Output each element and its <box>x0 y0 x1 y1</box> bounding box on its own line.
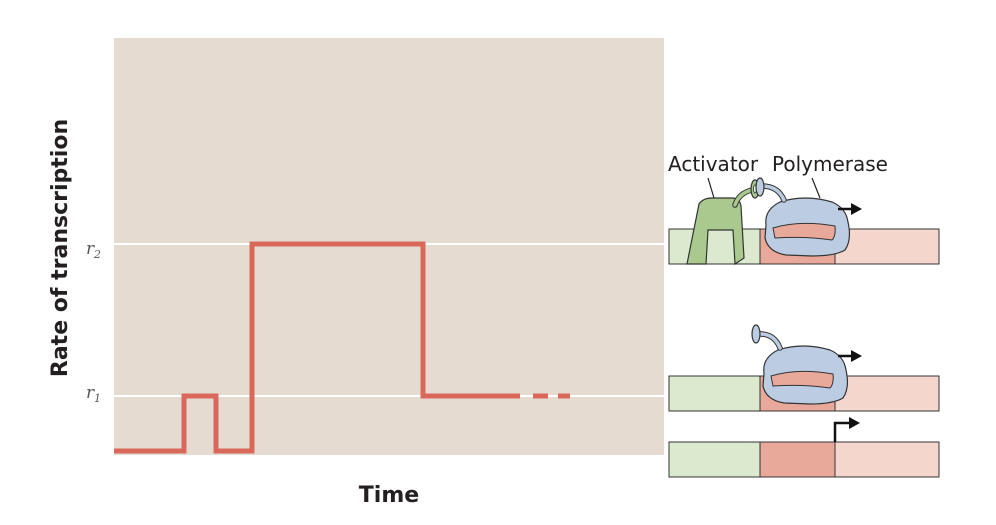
svg-text:r: r <box>86 239 95 259</box>
y-axis-label: Rate of transcription <box>48 119 73 377</box>
tick-r1: r 1 <box>86 383 101 405</box>
transcription-arrowhead-1 <box>851 203 862 215</box>
transcription-arrowhead-2 <box>851 350 862 362</box>
activator-label: Activator <box>668 152 759 176</box>
transcription-start-arrowhead <box>849 417 860 429</box>
polymerase-cleft <box>770 370 834 389</box>
transcription-rate-trace <box>114 241 520 454</box>
activator-protein <box>686 197 745 266</box>
activator-binding-site <box>668 375 761 412</box>
tick-r2: r 2 <box>86 239 101 261</box>
polymerase-leader-line <box>811 177 821 199</box>
polymerase-contact-disc <box>755 177 765 197</box>
promoter-region <box>759 441 836 478</box>
dna-strip-empty <box>668 441 940 478</box>
gene-region <box>834 375 940 412</box>
x-axis-label: Time <box>359 483 419 508</box>
svg-text:r: r <box>86 383 95 403</box>
polymerase-contact-disc <box>751 324 761 344</box>
svg-text:2: 2 <box>93 248 101 261</box>
polymerase-label: Polymerase <box>772 152 888 176</box>
gene-region <box>834 441 940 478</box>
gene-region <box>834 228 940 265</box>
polymerase-bound-activated <box>755 177 851 257</box>
transcription-start-arrow <box>833 421 850 442</box>
activator-binding-site <box>668 441 761 478</box>
polymerase-cleft <box>772 222 836 241</box>
polymerase-bound-basal <box>751 324 849 405</box>
svg-text:1: 1 <box>94 392 101 405</box>
activator-leader-line <box>707 177 715 199</box>
activator-arm-fill <box>733 188 754 207</box>
activator-binding-site <box>668 228 761 265</box>
